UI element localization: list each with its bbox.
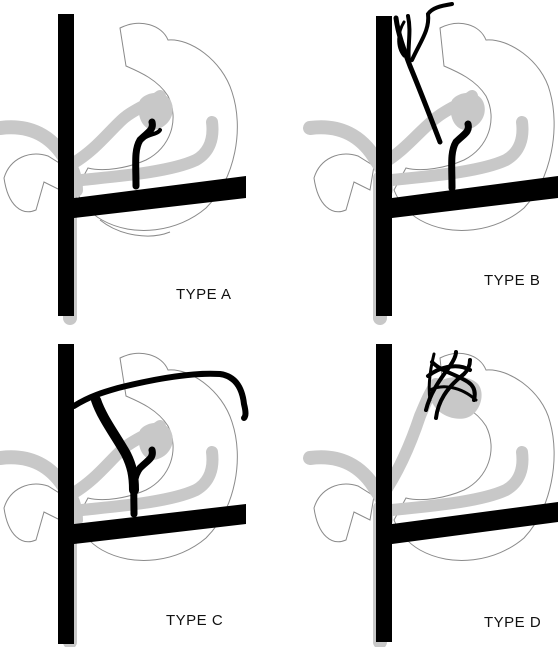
stomach-outline: [393, 22, 555, 231]
gastric-shunt: [448, 120, 472, 192]
panel-type-d-drawing: [303, 344, 558, 647]
spleen-outline: [3, 153, 65, 212]
panel-type-c-drawing: [0, 344, 249, 647]
phrenic-branch-2: [410, 2, 454, 62]
stomach-outline: [75, 352, 238, 561]
panel-type-b-drawing: [303, 2, 558, 325]
esophageal-varix-4: [434, 358, 472, 420]
gastroepiploic-vein: [386, 446, 529, 516]
panel-label-type-d: TYPE D: [484, 614, 542, 631]
panel-label-type-c: TYPE C: [166, 612, 224, 629]
gastroepiploic-vein: [76, 446, 219, 516]
gastroepiploic-vein: [386, 116, 529, 186]
phrenic-vein: [393, 15, 443, 145]
spleen-outline: [313, 483, 375, 542]
pancreas-outline: [99, 219, 171, 237]
phrenic-trunk: [71, 370, 249, 421]
phrenic-branch-1: [406, 14, 412, 68]
varix-cluster: [138, 92, 173, 130]
gastric-shunt: [130, 446, 156, 518]
panel-type-a-drawing: [0, 14, 246, 325]
panel-type-b: TYPE B: [280, 0, 560, 325]
esophageal-varix-5: [428, 385, 478, 402]
panel-type-d: TYPE D: [280, 330, 560, 647]
ivc: [376, 16, 392, 316]
esophageal-varix-6: [427, 352, 436, 402]
gastroepiploic-vein: [76, 116, 219, 186]
gastric-shunt: [132, 118, 156, 190]
renal-vein: [74, 176, 246, 218]
renal-vein: [74, 504, 246, 544]
ivc: [58, 14, 74, 316]
ivc: [376, 344, 392, 642]
stomach-outline: [75, 22, 238, 231]
stomach-outline: [393, 352, 555, 561]
ivc: [58, 344, 74, 644]
renal-vein: [392, 176, 558, 218]
shunt-branch: [142, 128, 162, 140]
phrenic-descending: [91, 395, 139, 495]
spleen-outline: [3, 483, 65, 542]
varix-cluster: [138, 422, 173, 460]
panel-label-type-a: TYPE A: [176, 286, 232, 303]
phrenic-branch-3: [397, 20, 406, 58]
panel-label-type-b: TYPE B: [484, 272, 541, 289]
panel-type-a: TYPE A: [0, 0, 280, 325]
varix-cluster: [450, 92, 485, 130]
spleen-outline: [313, 153, 375, 212]
panel-type-c: TYPE C: [0, 330, 280, 647]
renal-vein: [392, 502, 558, 544]
